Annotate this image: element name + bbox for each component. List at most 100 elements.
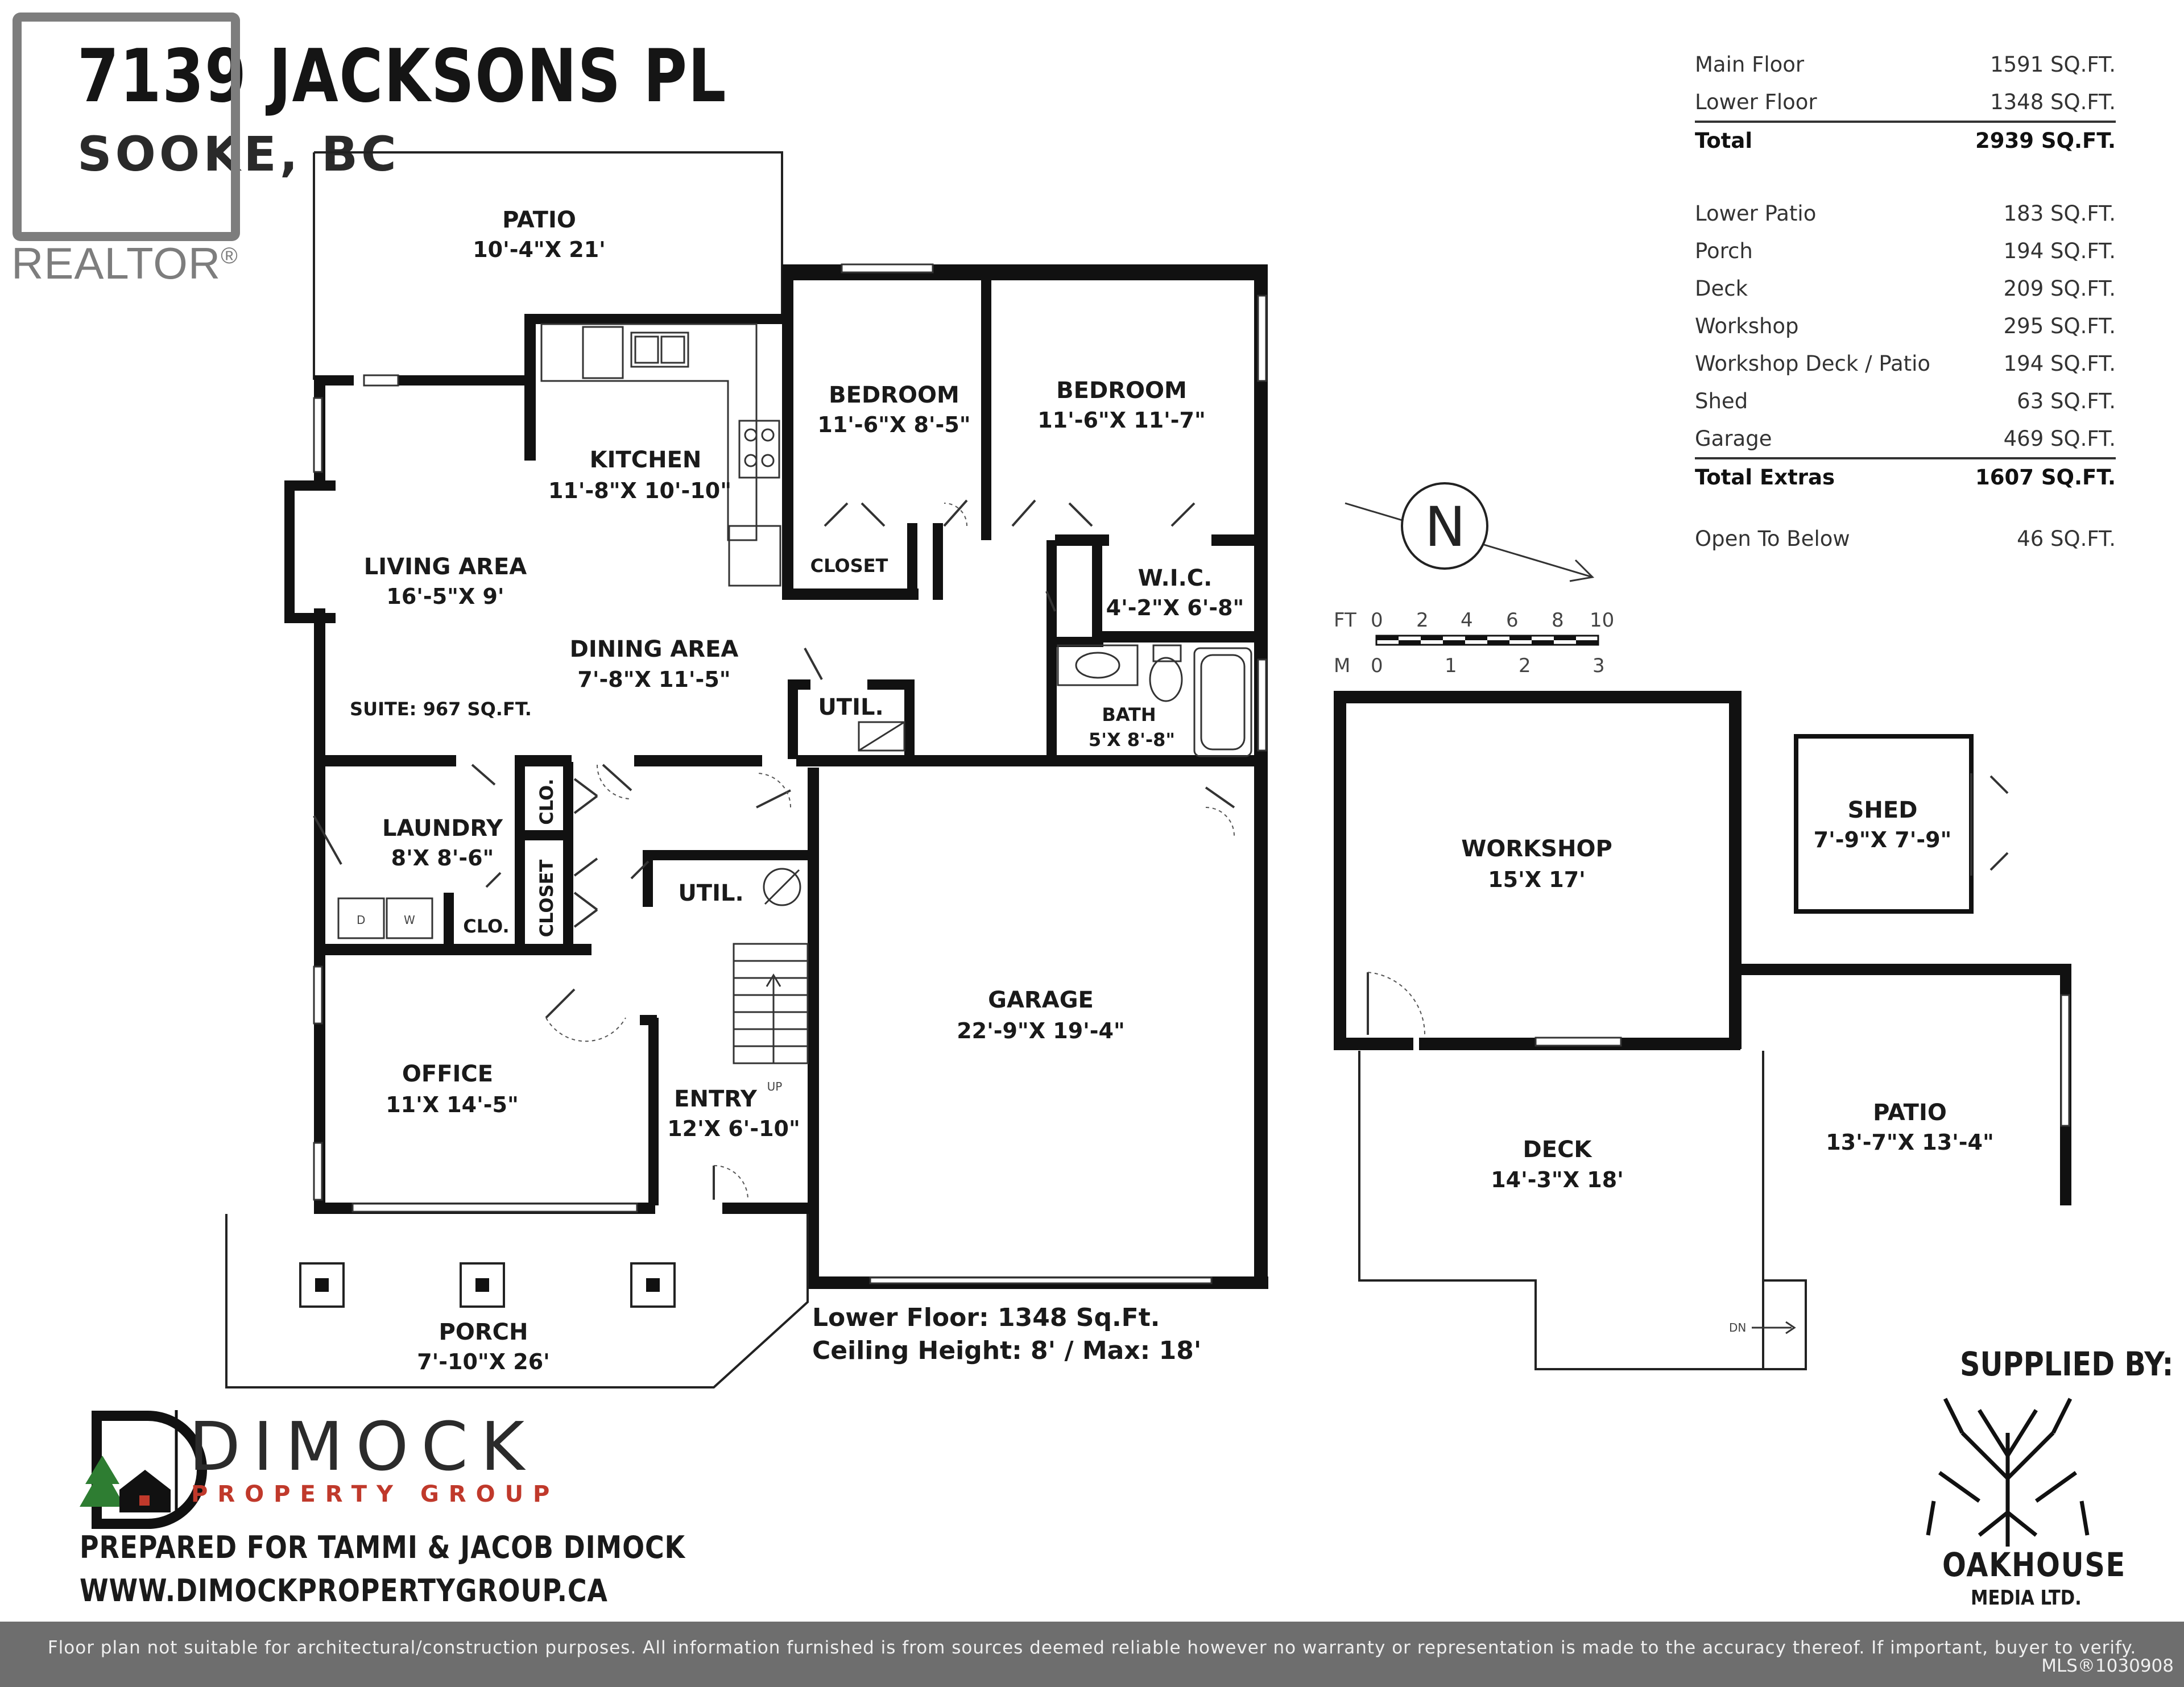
supplied-by-label: SUPPLIED BY: (1960, 1345, 2174, 1383)
registered-mark: ® (221, 243, 238, 268)
workshop-dims: 15'X 17' (1488, 867, 1586, 892)
area-label: Deck (1695, 276, 1748, 301)
windows (313, 263, 1267, 1284)
stairs (733, 943, 809, 1064)
disclaimer-text: Floor plan not suitable for architectura… (47, 1638, 2137, 1658)
living-area-label: LIVING AREA (364, 554, 527, 580)
area-label: Total (1695, 128, 1753, 153)
scale-ft-tick: 4 (1461, 609, 1473, 632)
util2-label: UTIL. (678, 880, 743, 906)
scale-m-tick: 0 (1371, 654, 1383, 677)
water-heater-icon (763, 868, 801, 906)
area-label: Open To Below (1695, 526, 1850, 551)
bath-dims: 5'X 8'-8" (1089, 729, 1175, 751)
wic-label: W.I.C. (1138, 565, 1213, 591)
area-value: 194 SQ.FT. (2003, 351, 2116, 376)
area-row-deck: Deck 209 SQ.FT. (1695, 270, 2116, 307)
porch-label: PORCH (439, 1319, 528, 1345)
entry-dims: 12'X 6'-10" (667, 1116, 800, 1141)
area-row-total: Total 2939 SQ.FT. (1695, 121, 2116, 158)
area-value: 46 SQ.FT. (2017, 526, 2116, 551)
realtor-logo-icon (13, 13, 240, 241)
area-value: 2939 SQ.FT. (1975, 128, 2116, 153)
patio2-walls (1738, 964, 2071, 1205)
entry-label: ENTRY (674, 1086, 758, 1112)
washer-label: W (404, 913, 415, 927)
area-label: Lower Floor (1695, 89, 1817, 114)
supplier-name: OAKHOUSE (1942, 1545, 2126, 1584)
company-subtitle: PROPERTY GROUP (191, 1481, 560, 1507)
scale-m-tick: 1 (1445, 654, 1457, 677)
area-value: 469 SQ.FT. (2003, 426, 2116, 451)
patio2-label: PATIO (1873, 1100, 1947, 1126)
lower-floor-area: Lower Floor: 1348 Sq.Ft. (812, 1303, 1160, 1332)
garage-dims: 22'-9"X 19'-4" (957, 1018, 1125, 1043)
util-fixture (858, 721, 905, 752)
scale-ft-tick: 2 (1416, 609, 1429, 632)
bedroom1-label: BEDROOM (829, 382, 959, 408)
scale-ft-tick: 0 (1371, 609, 1383, 632)
supplier-subtitle: MEDIA LTD. (1971, 1586, 2082, 1610)
closet-main-label: CLOSET (810, 555, 888, 577)
kitchen-fixtures (540, 323, 781, 587)
kitchen-label: KITCHEN (590, 447, 702, 473)
patio2-dims: 13'-7"X 13'-4" (1826, 1130, 1994, 1155)
shed-dims: 7'-9"X 7'-9" (1814, 827, 1952, 852)
area-label: Workshop Deck / Patio (1695, 351, 1931, 376)
area-value: 295 SQ.FT. (2003, 313, 2116, 338)
doors (313, 499, 1235, 1200)
laundry-dims: 8'X 8'-6" (391, 845, 494, 871)
washer-icon (386, 897, 433, 939)
porch-outline (225, 1214, 809, 1388)
area-label: Lower Patio (1695, 201, 1817, 226)
patio2-outline (1762, 1051, 1806, 1370)
scale-m-tick: 3 (1592, 654, 1605, 677)
bath-label: BATH (1102, 704, 1156, 726)
oven-icon (728, 525, 781, 587)
garage-label: GARAGE (988, 987, 1094, 1013)
scale-ft-tick: 10 (1590, 609, 1614, 632)
area-value: 63 SQ.FT. (2017, 388, 2116, 413)
scale-ft-tick: 8 (1552, 609, 1564, 632)
dryer-icon (337, 897, 385, 939)
area-value: 209 SQ.FT. (2003, 276, 2116, 301)
toilet-icon (1149, 657, 1183, 702)
shed-outline (1794, 734, 1974, 914)
deck-label: DECK (1523, 1137, 1593, 1163)
floor-plan: D W (80, 151, 2090, 1547)
office-dims: 11'X 14'-5" (386, 1092, 519, 1117)
area-row-lower-floor: Lower Floor 1348 SQ.FT. (1695, 83, 2116, 121)
patio-label: PATIO (502, 207, 576, 233)
down-label: DN (1729, 1321, 1746, 1334)
kitchen-dims: 11'-8"X 10'-10" (548, 478, 731, 503)
oakhouse-tree-icon (1926, 1398, 2090, 1547)
vanity-icon (1057, 644, 1139, 686)
north-letter: N (1425, 495, 1466, 559)
area-label: Porch (1695, 238, 1753, 263)
realtor-watermark-text: REALTOR (11, 238, 221, 288)
dimock-logo-icon (80, 1411, 207, 1529)
laundry-label: LAUNDRY (382, 815, 503, 842)
dining-area-label: DINING AREA (570, 636, 739, 662)
porch-dims: 7'-10"X 26' (417, 1349, 550, 1374)
suite-area-label: SUITE: 967 SQ.FT. (350, 698, 532, 720)
office-label: OFFICE (402, 1061, 493, 1087)
company-name: DIMOCK (189, 1407, 537, 1486)
wic-dims: 4'-2"X 6'-8" (1106, 595, 1244, 620)
stairs-up-label: UP (767, 1080, 783, 1093)
util1-label: UTIL. (818, 694, 883, 720)
bedroom2-label: BEDROOM (1056, 378, 1187, 404)
workshop-walls (1334, 691, 1742, 1050)
area-row-workshop: Workshop 295 SQ.FT. (1695, 307, 2116, 345)
area-label: Total Extras (1695, 465, 1835, 490)
area-value: 194 SQ.FT. (2003, 238, 2116, 263)
area-value: 1348 SQ.FT. (1990, 89, 2116, 114)
clo2-label: CLO. (463, 915, 509, 937)
bath-fixtures (1057, 644, 1252, 757)
area-value: 1591 SQ.FT. (1990, 52, 2116, 77)
ceiling-height: Ceiling Height: 8' / Max: 18' (812, 1336, 1202, 1365)
area-label: Workshop (1695, 313, 1799, 338)
